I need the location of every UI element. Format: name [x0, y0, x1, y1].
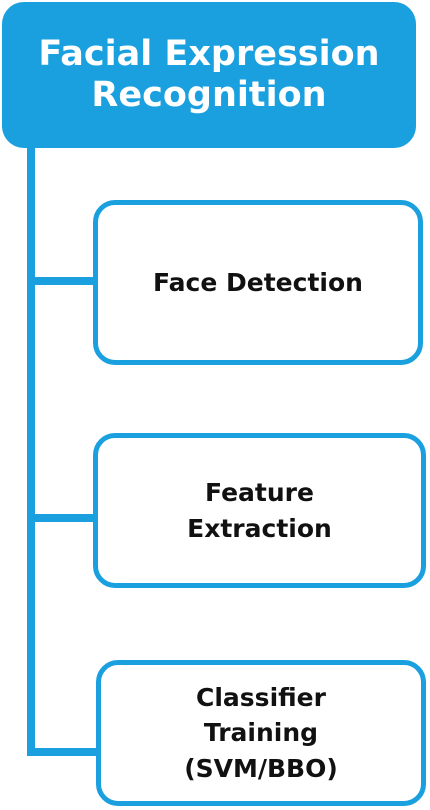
step-node-feature-extraction: Feature Extraction: [93, 433, 426, 588]
root-node-label: Facial Expression Recognition: [38, 33, 380, 115]
root-node: Facial Expression Recognition: [2, 2, 416, 148]
branch-connector-classifier-training: [27, 748, 100, 756]
branch-connector-face-detection: [27, 277, 100, 285]
step-node-classifier-training: Classifier Training (SVM/BBO): [96, 660, 426, 806]
trunk-connector: [27, 140, 35, 756]
step-label-classifier-training: Classifier Training (SVM/BBO): [184, 682, 338, 783]
step-label-face-detection: Face Detection: [153, 267, 363, 297]
step-node-face-detection: Face Detection: [93, 200, 423, 365]
branch-connector-feature-extraction: [27, 514, 100, 522]
step-label-feature-extraction: Feature Extraction: [187, 478, 332, 543]
